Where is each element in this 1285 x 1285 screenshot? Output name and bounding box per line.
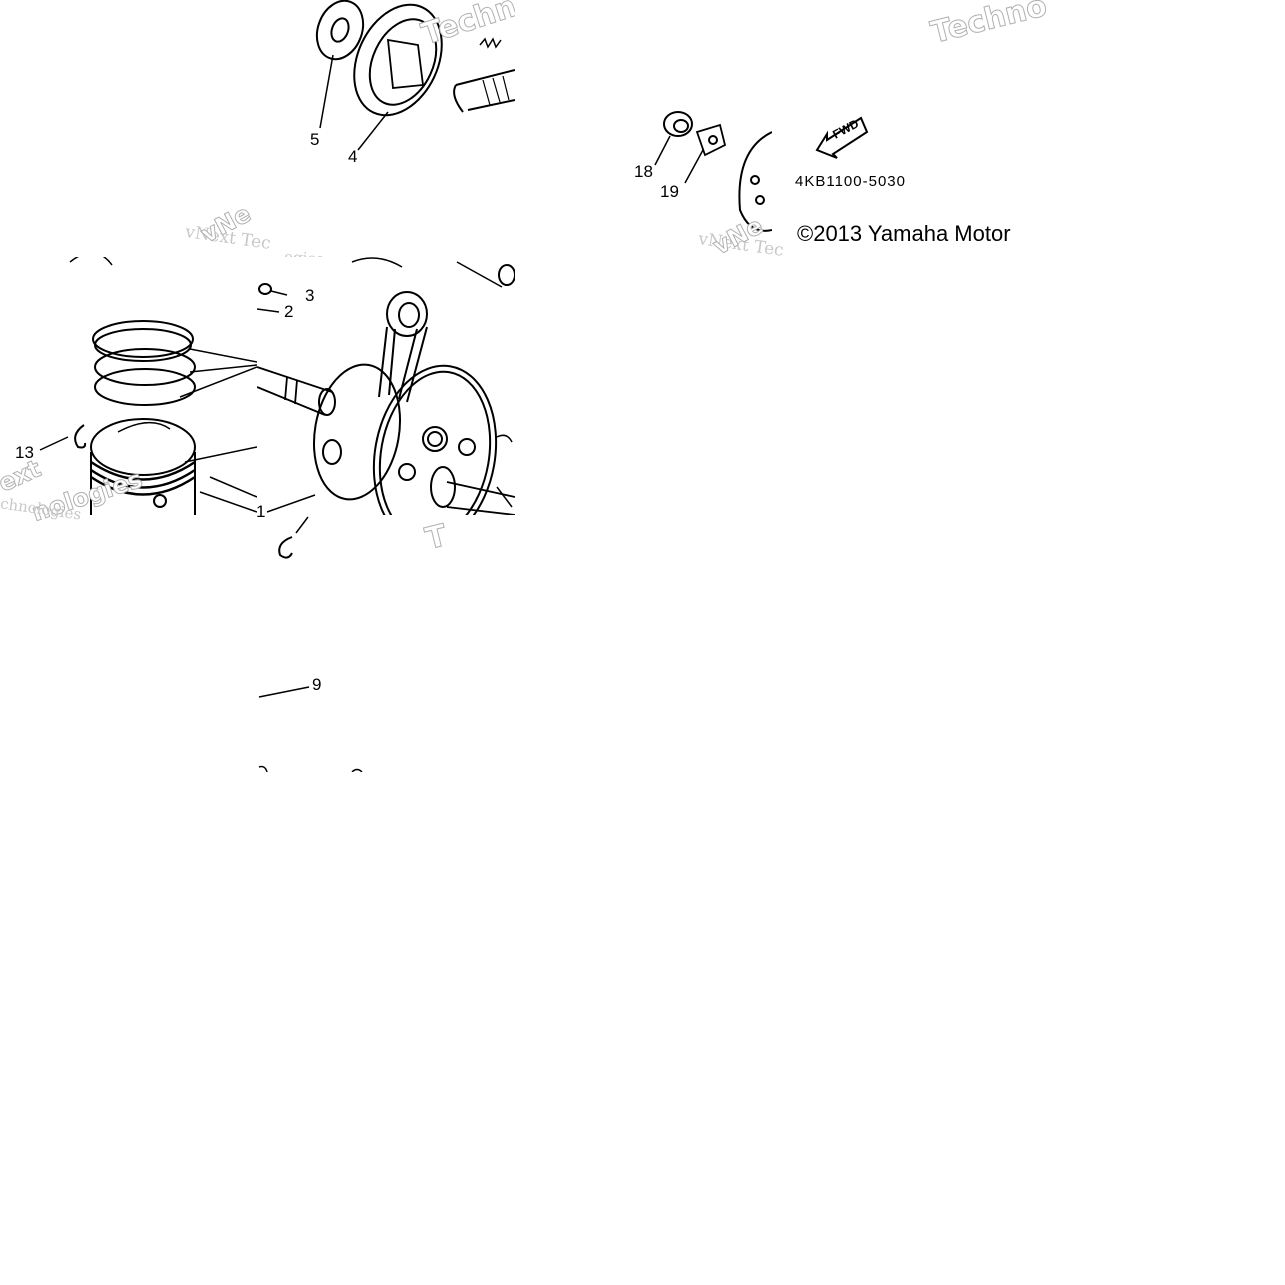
part-code: 4KB1100-5030 [795,173,906,190]
callout-9: 9 [312,675,322,694]
gear-washer-drawing [315,0,515,151]
piston-drawing [39,257,257,515]
watermark-techno-right: Techno [927,0,1051,51]
callout-19: 19 [660,182,679,201]
copyright: ©2013 Yamaha Motor [797,221,1011,246]
tile-piston [0,257,257,515]
callout-4: 4 [348,147,358,166]
circlip-lower-icon [278,516,309,559]
crankshaft-drawing [257,257,515,515]
tile-nut-rotor [515,0,772,257]
fwd-arrow-icon [815,116,869,159]
tile-crankshaft [257,257,515,515]
callout-3: 3 [305,286,315,305]
callout-13: 13 [15,443,34,462]
lower-fragment-drawing [258,686,363,772]
callout-2: 2 [284,302,294,321]
nut-rotor-drawing [654,111,772,232]
callout-1: 1 [256,502,266,521]
callout-18: 18 [634,162,653,181]
tile-gear-washer [258,0,515,257]
tile-lower [257,515,515,772]
callout-5: 5 [310,130,320,149]
